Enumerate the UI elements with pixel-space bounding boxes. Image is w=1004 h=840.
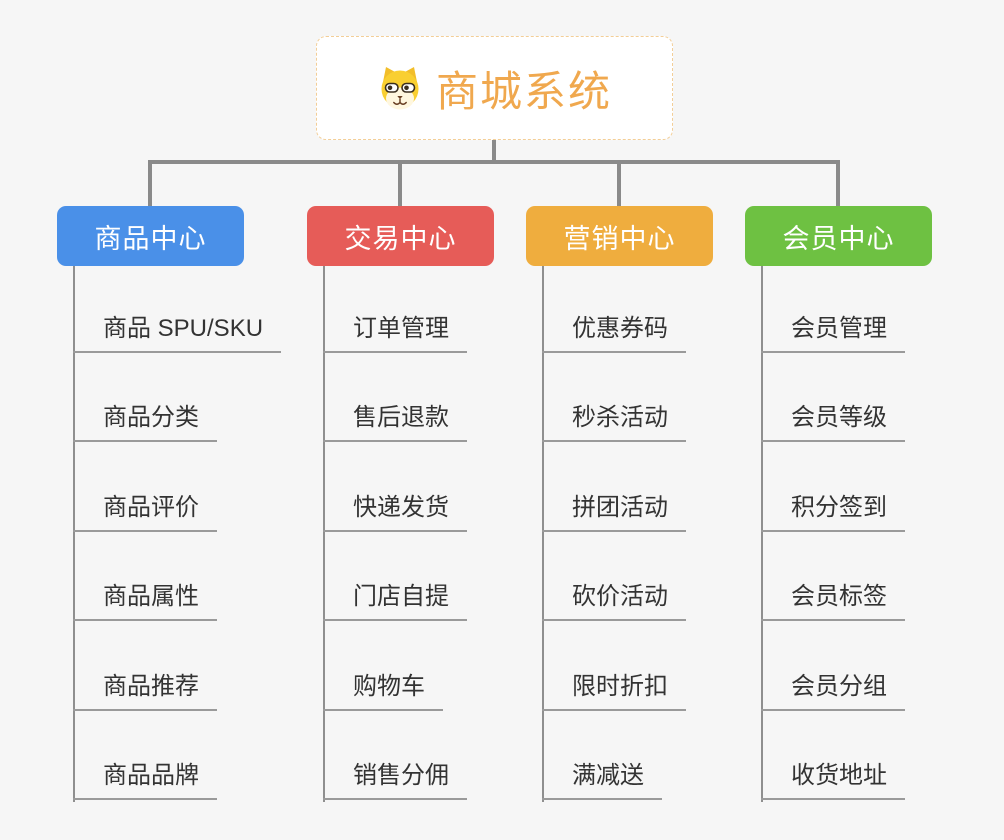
branch-trunk-line xyxy=(761,266,763,802)
branch-header-member-center[interactable]: 会员中心 xyxy=(745,206,932,266)
leaf-node[interactable]: 门店自提 xyxy=(323,583,467,621)
leaf-node[interactable]: 优惠券码 xyxy=(542,315,686,353)
leaf-node[interactable]: 商品评价 xyxy=(73,494,217,532)
branch-header-trade-center[interactable]: 交易中心 xyxy=(307,206,494,266)
drop-connector-line xyxy=(617,160,621,208)
root-connector-line xyxy=(492,140,496,164)
dog-face-icon xyxy=(381,67,419,110)
leaf-node[interactable]: 会员分组 xyxy=(761,673,905,711)
leaf-node[interactable]: 积分签到 xyxy=(761,494,905,532)
drop-connector-line xyxy=(398,160,402,208)
drop-connector-line xyxy=(148,160,152,208)
leaf-node[interactable]: 订单管理 xyxy=(323,315,467,353)
leaf-node[interactable]: 会员等级 xyxy=(761,404,905,442)
leaf-node[interactable]: 商品分类 xyxy=(73,404,217,442)
branch-trunk-line xyxy=(323,266,325,802)
leaf-node[interactable]: 快递发货 xyxy=(323,494,467,532)
leaf-node[interactable]: 商品推荐 xyxy=(73,673,217,711)
branch-trunk-line xyxy=(542,266,544,802)
branch-header-marketing-center[interactable]: 营销中心 xyxy=(526,206,713,266)
leaf-node[interactable]: 购物车 xyxy=(323,673,443,711)
drop-connector-line xyxy=(836,160,840,208)
leaf-node[interactable]: 砍价活动 xyxy=(542,583,686,621)
leaf-node[interactable]: 售后退款 xyxy=(323,404,467,442)
branch-trunk-line xyxy=(73,266,75,802)
leaf-node[interactable]: 会员管理 xyxy=(761,315,905,353)
leaf-node[interactable]: 销售分佣 xyxy=(323,762,467,800)
leaf-node[interactable]: 限时折扣 xyxy=(542,673,686,711)
leaf-node[interactable]: 收货地址 xyxy=(761,762,905,800)
leaf-node[interactable]: 拼团活动 xyxy=(542,494,686,532)
leaf-node[interactable]: 会员标签 xyxy=(761,583,905,621)
leaf-node[interactable]: 商品品牌 xyxy=(73,762,217,800)
branch-header-product-center[interactable]: 商品中心 xyxy=(57,206,244,266)
leaf-node[interactable]: 满减送 xyxy=(542,762,662,800)
leaf-node[interactable]: 商品属性 xyxy=(73,583,217,621)
leaf-node[interactable]: 商品 SPU/SKU xyxy=(73,315,282,353)
leaf-node[interactable]: 秒杀活动 xyxy=(542,404,686,442)
root-title: 商城系统 xyxy=(435,67,612,115)
root-node[interactable]: 商城系统 xyxy=(316,36,673,140)
bus-connector-line xyxy=(148,160,840,164)
